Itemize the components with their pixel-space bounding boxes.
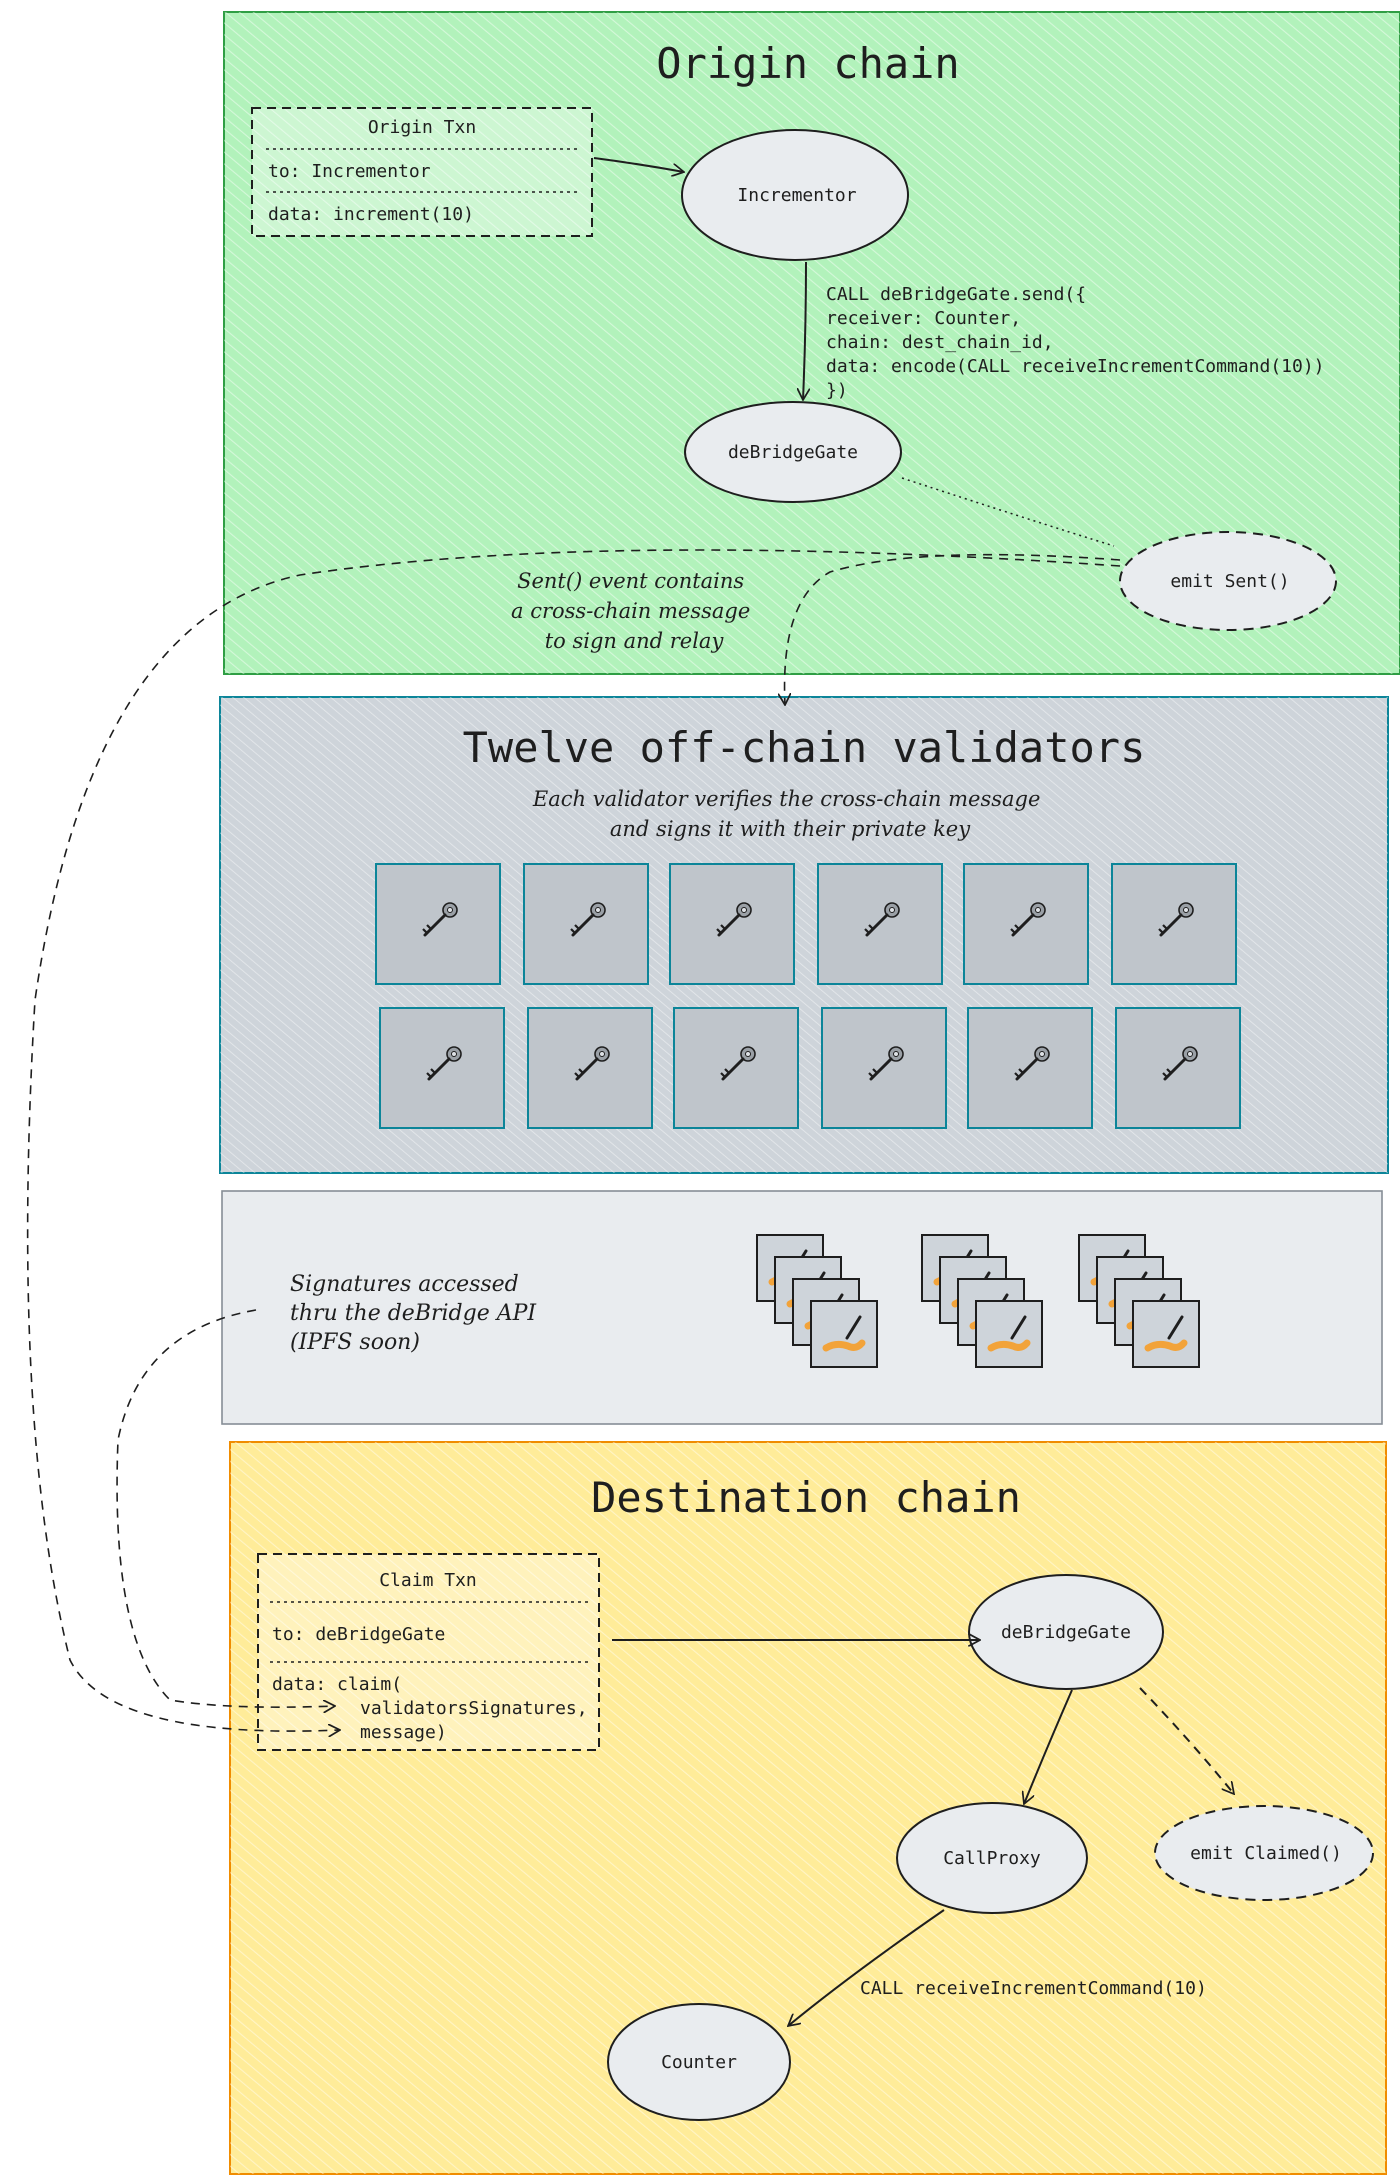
origin-txn-to: to: Incrementor	[268, 161, 431, 182]
send-call-code: CALL deBridgeGate.send({ receiver: Count…	[826, 284, 1335, 401]
signature-icon	[976, 1301, 1042, 1367]
validator-tile	[821, 1007, 947, 1129]
validator-tile	[967, 1007, 1093, 1129]
claim-txn-title: Claim Txn	[379, 1570, 477, 1591]
validators-panel: Twelve off-chain validators Each validat…	[219, 696, 1389, 1174]
validator-tile	[669, 863, 795, 985]
counter-label: Counter	[661, 2052, 737, 2073]
signatures-note: Signatures accessed thru the deBridge AP…	[290, 1272, 543, 1355]
arrow-txn-to-incrementor	[593, 157, 684, 172]
claim-txn-to: to: deBridgeGate	[272, 1624, 445, 1645]
destination-chain-panel: Destination chain Claim Txn to: deBridge…	[229, 1441, 1387, 2175]
dashed-emit-to-validators	[785, 553, 1121, 705]
signature-icon	[1133, 1301, 1199, 1367]
origin-txn-data: data: increment(10)	[268, 204, 474, 225]
claim-txn-box: Claim Txn to: deBridgeGate data: claim( …	[257, 1553, 600, 1751]
counter-node: Counter	[607, 2003, 791, 2121]
validators-note: Each validator verifies the cross-chain …	[532, 787, 1047, 841]
destination-debridge-gate-node: deBridgeGate	[968, 1574, 1164, 1690]
validator-tile	[1115, 1007, 1241, 1129]
validator-tile	[523, 863, 649, 985]
call-proxy-label: CallProxy	[943, 1848, 1041, 1869]
destination-debridge-gate-label: deBridgeGate	[1001, 1622, 1131, 1643]
dashed-sent-to-claim	[26, 549, 1121, 1731]
sent-event-note: Sent() event contains a cross-chain mess…	[511, 569, 757, 653]
validator-tile	[527, 1007, 653, 1129]
emit-sent-label: emit Sent()	[1170, 571, 1289, 592]
destination-chain-title: Destination chain	[591, 1473, 1021, 1522]
incrementor-label: Incrementor	[737, 185, 856, 206]
receive-call-code: CALL receiveIncrementCommand(10)	[860, 1978, 1207, 1999]
validator-tile	[817, 863, 943, 985]
connectors	[26, 157, 1234, 2026]
validator-tile	[963, 863, 1089, 985]
emit-claimed-node: emit Claimed()	[1154, 1805, 1374, 1901]
signature-icon	[811, 1301, 877, 1367]
emit-claimed-label: emit Claimed()	[1190, 1843, 1342, 1864]
dashed-signatures-to-claim	[116, 1309, 335, 1707]
origin-txn-box: Origin Txn to: Incrementor data: increme…	[251, 107, 593, 237]
signatures-panel: Signatures accessed thru the deBridge AP…	[221, 1190, 1383, 1425]
origin-chain-panel: Origin chain Origin Txn to: Incrementor …	[223, 11, 1400, 675]
origin-txn-title: Origin Txn	[368, 117, 476, 138]
arrow-gate-to-callproxy	[1024, 1689, 1073, 1804]
validator-tile	[673, 1007, 799, 1129]
arrow-incrementor-to-gate	[803, 261, 806, 400]
arrow-callproxy-to-counter	[788, 1909, 945, 2026]
validator-tile	[379, 1007, 505, 1129]
validator-tile	[375, 863, 501, 985]
emit-sent-node: emit Sent()	[1119, 531, 1337, 631]
origin-chain-title: Origin chain	[656, 39, 959, 88]
dashed-gate-to-claimed	[1139, 1687, 1234, 1794]
validator-grid	[375, 863, 1241, 1129]
origin-debridge-gate-label: deBridgeGate	[728, 442, 858, 463]
signature-stacks	[757, 1235, 1199, 1367]
claim-txn-data: data: claim( validatorsSignatures, messa…	[272, 1674, 598, 1743]
origin-debridge-gate-node: deBridgeGate	[684, 401, 902, 503]
incrementor-node: Incrementor	[681, 129, 909, 261]
validators-title: Twelve off-chain validators	[463, 723, 1146, 772]
validator-tile	[1111, 863, 1237, 985]
call-proxy-node: CallProxy	[896, 1802, 1088, 1914]
